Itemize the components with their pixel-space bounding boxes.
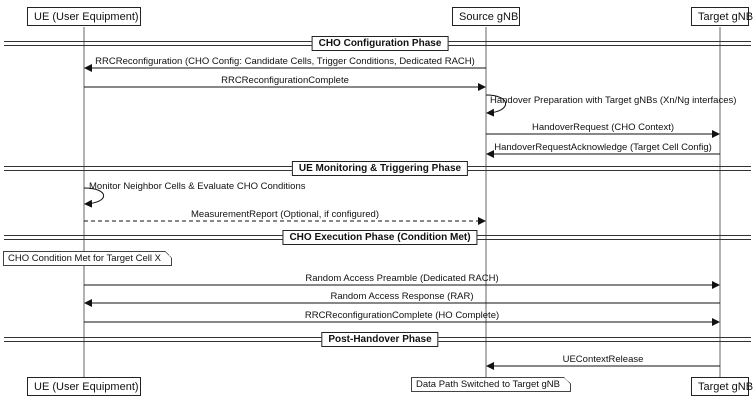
label-m8: Random Access Preamble (Dedicated RACH) <box>305 273 499 284</box>
label-m11: UEContextRelease <box>562 354 644 365</box>
phase-label-post-handover: Post-Handover Phase <box>321 332 439 347</box>
label-m3: Handover Preparation with Target gNBs (X… <box>490 95 737 106</box>
note-condition-met: CHO Condition Met for Target Cell X <box>3 251 172 266</box>
label-m2: RRCReconfigurationComplete <box>221 75 349 86</box>
label-m1: RRCReconfiguration (CHO Config: Candidat… <box>95 56 475 67</box>
phase-label-monitoring: UE Monitoring & Triggering Phase <box>291 161 469 176</box>
participant-ue-bottom: UE (User Equipment) <box>27 377 141 396</box>
label-m6: Monitor Neighbor Cells & Evaluate CHO Co… <box>89 181 306 192</box>
participant-ue-top: UE (User Equipment) <box>27 7 141 26</box>
participant-target-top: Target gNB <box>691 7 753 26</box>
participant-source-top: Source gNB <box>452 7 520 26</box>
label-m9: Random Access Response (RAR) <box>330 291 474 302</box>
note-data-path-switched: Data Path Switched to Target gNB <box>411 377 571 392</box>
phase-label-execution: CHO Execution Phase (Condition Met) <box>282 230 478 245</box>
label-m4: HandoverRequest (CHO Context) <box>531 122 675 133</box>
arrow-m3 <box>485 94 506 117</box>
participant-target-bottom: Target gNB <box>691 377 753 396</box>
label-m5: HandoverRequestAcknowledge (Target Cell … <box>494 142 712 153</box>
label-m7: MeasurementReport (Optional, if configur… <box>191 209 379 220</box>
label-m10: RRCReconfigurationComplete (HO Complete) <box>304 310 500 321</box>
phase-label-configuration: CHO Configuration Phase <box>311 36 449 51</box>
arrow-m6 <box>83 187 104 208</box>
